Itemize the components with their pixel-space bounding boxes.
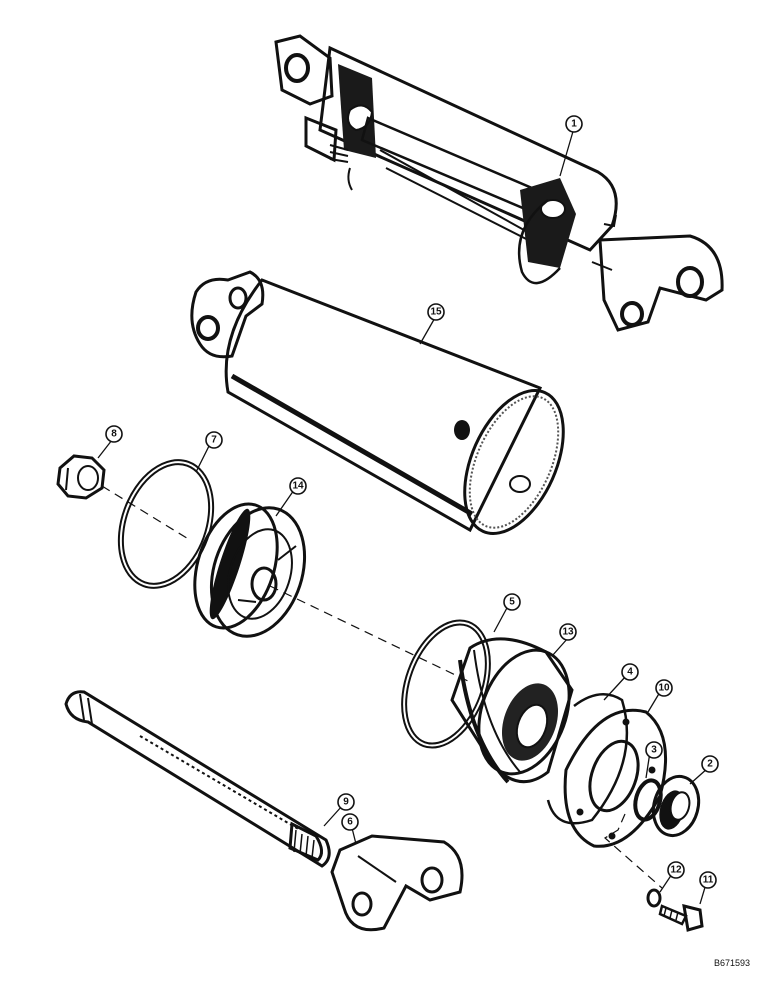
snap-ring (546, 693, 629, 825)
callout-11-label: 11 (703, 875, 714, 886)
callout-13-label: 13 (562, 627, 574, 638)
callout-6-label: 6 (347, 817, 353, 828)
callout-15: 15 (427, 303, 445, 321)
retainer-plate (563, 708, 667, 848)
callout-7: 7 (205, 431, 223, 449)
drawing-number: B671593 (714, 958, 750, 968)
small-o-ring (633, 778, 663, 822)
callout-9-label: 9 (343, 797, 349, 808)
callout-4: 4 (621, 663, 639, 681)
callout-10-label: 10 (658, 683, 670, 694)
callout-14-label: 14 (292, 481, 304, 492)
callout-12: 12 (667, 861, 685, 879)
callout-8-label: 8 (111, 429, 117, 440)
assembled-cylinder-cutaway (274, 34, 724, 332)
cap-screw (658, 903, 704, 932)
wiper-seal (651, 774, 701, 838)
callout-5-label: 5 (509, 597, 515, 608)
leader-lines (97, 127, 709, 905)
callout-1-label: 1 (571, 119, 577, 130)
callout-2-label: 2 (707, 759, 713, 770)
piston-rod (64, 690, 331, 868)
callout-9: 9 (337, 793, 355, 811)
callout-14: 14 (289, 477, 307, 495)
callout-13: 13 (559, 623, 577, 641)
cylinder-head (450, 637, 574, 784)
callout-10: 10 (655, 679, 673, 697)
cylinder-barrel (190, 270, 565, 536)
lockwasher (646, 888, 662, 908)
head-o-ring (401, 619, 491, 749)
callout-11: 11 (699, 871, 717, 889)
callout-7-label: 7 (211, 435, 217, 446)
callout-4-label: 4 (627, 667, 633, 678)
callout-15-label: 15 (430, 307, 442, 318)
callout-3-label: 3 (651, 745, 657, 756)
callout-12-label: 12 (670, 865, 682, 876)
callout-6: 6 (341, 813, 359, 831)
callout-2: 2 (701, 755, 719, 773)
rod-clevis (330, 834, 464, 932)
callout-8: 8 (105, 425, 123, 443)
hex-nut (56, 454, 106, 500)
callout-3: 3 (645, 741, 663, 759)
o-ring (117, 459, 215, 589)
callout-1: 1 (565, 115, 583, 133)
callout-5: 5 (503, 593, 521, 611)
alignment-lines (101, 485, 663, 889)
piston (193, 502, 307, 638)
